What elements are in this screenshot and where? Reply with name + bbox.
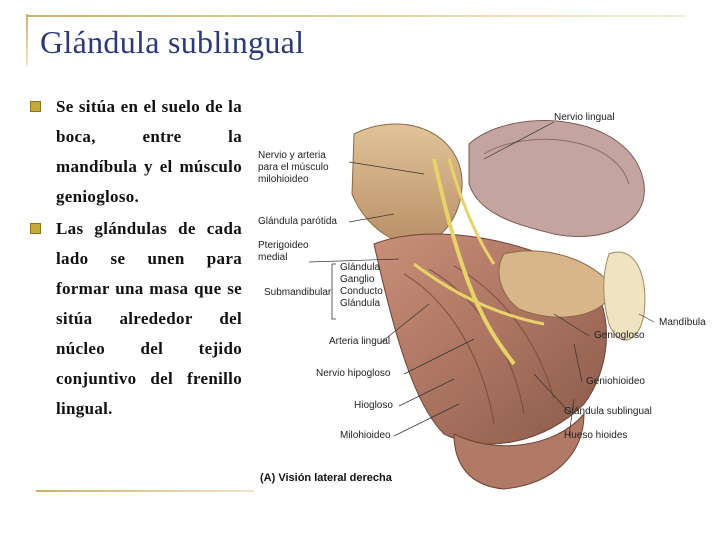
label-sub-glandula: Glándula (340, 262, 381, 273)
label-pterigoideo-line-2: medial (258, 252, 288, 263)
label-milohioideo: Milohioideo (340, 430, 391, 441)
label-pterigoideo-line-1: Pterigoideo (258, 240, 309, 251)
slide-title: Glándula sublingual (40, 24, 305, 60)
square-bullet-icon (30, 223, 41, 234)
figure-caption: (A) Visión lateral derecha (260, 472, 392, 484)
label-hiogloso: Hiogloso (354, 400, 393, 411)
label-sub-glandula-2: Glándula (340, 298, 381, 309)
label-sub-conducto: Conducto (340, 286, 383, 297)
label-submandibular: Submandibular (264, 287, 332, 298)
bullet-item: Las glándulas de cada lado se unen para … (30, 214, 242, 424)
bullet-list: Se sitúa en el suelo de la boca, entre l… (30, 92, 242, 426)
label-nervio-arteria-line-2: para el músculo (258, 162, 329, 173)
bullet-text: Se sitúa en el suelo de la boca, entre l… (56, 97, 242, 206)
bullet-item: Se sitúa en el suelo de la boca, entre l… (30, 92, 242, 212)
top-decorative-rule (28, 15, 686, 17)
square-bullet-icon (30, 101, 41, 112)
label-nervio-lingual: Nervio lingual (554, 112, 615, 123)
label-mandibula: Mandíbula (659, 317, 706, 328)
label-nervio-hipogloso: Nervio hipogloso (316, 368, 391, 379)
label-sub-ganglio: Ganglio (340, 274, 375, 285)
label-geniohioideo: Geniohioideo (586, 376, 645, 387)
anatomy-drawing (308, 120, 655, 490)
label-glandula-parotida: Glándula parótida (258, 216, 337, 227)
left-decorative-rule (26, 14, 28, 66)
bullet-text: Las glándulas de cada lado se unen para … (56, 219, 242, 418)
label-nervio-arteria-line-3: milohioideo (258, 174, 309, 185)
label-hueso-hioides: Hueso hioides (564, 430, 628, 441)
label-nervio-arteria-line-1: Nervio y arteria (258, 150, 326, 161)
label-arteria-lingual: Arteria lingual (329, 336, 391, 347)
label-geniogloso: Geniogloso (594, 330, 645, 341)
anatomy-illustration: Nervio lingual Nervio y arteria para el … (254, 74, 724, 494)
bottom-decorative-rule (36, 490, 254, 492)
label-glandula-sublingual: Glándula sublingual (564, 406, 652, 417)
